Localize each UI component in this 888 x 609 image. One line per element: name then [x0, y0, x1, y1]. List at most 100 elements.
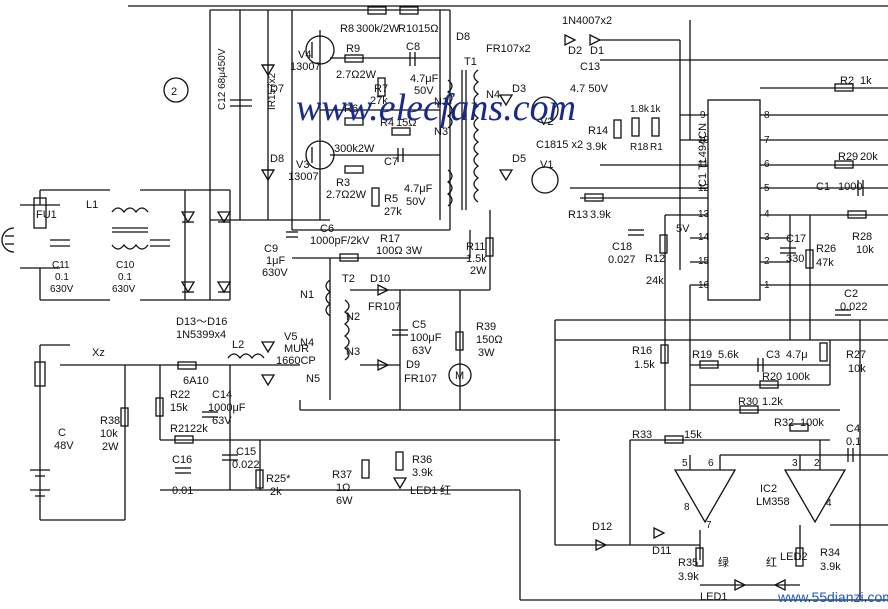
label-r39: R39 — [476, 321, 496, 333]
op-pin-2: 2 — [814, 458, 820, 469]
label-c14-v: 63V — [212, 415, 232, 427]
label-r29-val: 20k — [860, 151, 878, 163]
resistor-r21 — [174, 435, 194, 444]
label-r38: R38 — [100, 415, 120, 427]
label-r8-val: 300k/2W — [356, 23, 400, 35]
label-r2: R2 — [840, 75, 854, 87]
pin-9: 9 — [700, 110, 706, 121]
ic2-opamp-b — [783, 469, 847, 524]
label-r12: R12 — [645, 253, 665, 265]
labels: 2 FU1 C11 0.1 630V L1 C10 0.1 630V D13～D… — [36, 15, 878, 603]
pin-11: 11 — [698, 159, 709, 170]
label-r21: R21 — [170, 423, 190, 435]
label-r20-val: 100k — [786, 371, 810, 383]
diode-d5 — [498, 169, 514, 182]
pin-10: 10 — [698, 135, 710, 146]
circle-marker-text: 2 — [171, 86, 177, 98]
pin-4: 4 — [764, 209, 770, 220]
label-c7-val: 4.7μF — [404, 183, 433, 195]
label-r30: R30 — [738, 396, 758, 408]
label-r19: R19 — [692, 349, 712, 361]
label-r16: R16 — [632, 345, 652, 357]
capacitor-c1 — [857, 180, 864, 196]
label-c18: C18 — [612, 241, 632, 253]
label-r38-val: 10k — [100, 428, 118, 440]
op-pin-4: 4 — [826, 498, 832, 509]
label-r27: R27 — [846, 349, 866, 361]
label-c13: C13 — [580, 61, 600, 73]
label-v5d: V5 — [284, 331, 297, 343]
pin-12: 12 — [698, 183, 710, 194]
label-d9-type: FR107 — [404, 373, 437, 385]
label-r25-val: 2k — [270, 486, 282, 498]
resistor-r17 — [339, 253, 359, 262]
capacitor-c11 — [50, 239, 70, 247]
resistor-r34 — [795, 547, 804, 567]
label-r1-val: 1k — [650, 104, 662, 115]
label-v5d-num: 1660CP — [276, 355, 316, 367]
pin-8: 8 — [764, 110, 770, 121]
label-d12: D12 — [592, 521, 612, 533]
resistor-r32 — [789, 423, 809, 432]
resistor-r9 — [344, 54, 364, 63]
wires — [20, 5, 888, 601]
label-r4: R4 — [380, 117, 394, 129]
label-ic2: IC2 — [760, 483, 777, 495]
label-battery-v: 48V — [54, 440, 74, 452]
capacitor-c7 — [397, 148, 404, 162]
label-d7-type: IR157x2 — [267, 72, 278, 110]
label-green: 绿 — [718, 555, 729, 569]
pin-15: 15 — [698, 256, 710, 267]
watermark-55dianzi: www.55dianzi.com — [777, 589, 888, 605]
label-bridge: D13～D16 — [176, 316, 227, 328]
label-n1: N1 — [434, 96, 448, 108]
label-r25: R25* — [266, 473, 291, 485]
label-c5-val: 100μF — [410, 332, 442, 344]
transformer-t2 — [325, 279, 350, 361]
label-c16: C16 — [172, 454, 192, 466]
label-r19-val: 5.6k — [718, 349, 739, 361]
capacitor-c14 — [202, 411, 218, 418]
label-r10-val: 15Ω — [418, 23, 438, 35]
led1-red — [392, 477, 408, 490]
pin-13: 13 — [698, 209, 710, 220]
label-c17: C17 — [786, 233, 806, 245]
inductor-l1 — [111, 207, 149, 250]
label-r7-val: 27k — [370, 95, 388, 107]
label-red: 红 — [766, 556, 777, 569]
label-n3b: N3 — [346, 346, 360, 358]
resistor-r26 — [805, 249, 814, 269]
label-r22-val: 15k — [170, 402, 188, 414]
label-c15-val: 0.022 — [232, 459, 260, 471]
label-c8: C8 — [406, 41, 420, 53]
op-pin-5: 5 — [682, 458, 688, 469]
label-c15: C15 — [236, 446, 256, 458]
capacitor-c4 — [847, 448, 854, 462]
label-n2b: N2 — [346, 311, 360, 323]
label-fr107x2: FR107x2 — [486, 43, 531, 55]
diode-v5 — [260, 341, 276, 387]
fuse-battery — [34, 361, 46, 387]
label-r12-val: 24k — [646, 275, 664, 287]
capacitor-c18 — [628, 229, 644, 236]
label-d9: D9 — [406, 359, 420, 371]
label-c14-val: 1000μF — [208, 402, 246, 414]
label-ic1: IC1 TL494CN — [697, 123, 709, 190]
label-xz: Xz — [92, 347, 105, 359]
label-r3: R3 — [336, 177, 350, 189]
capacitor-c12 — [230, 99, 252, 107]
mains-plug-icon — [1, 227, 15, 253]
label-r17-val: 100Ω 3W — [376, 245, 423, 257]
label-c11: C11 — [52, 260, 70, 271]
label-c2: C2 — [844, 288, 858, 300]
label-r5: R5 — [384, 193, 398, 205]
pin-16: 16 — [698, 280, 710, 291]
label-r14-val: 3.9k — [586, 141, 607, 153]
capacitor-c16 — [175, 467, 191, 474]
label-6a10: 6A10 — [183, 375, 209, 387]
label-c9-val: 1μF — [266, 255, 285, 267]
label-c3: C3 — [766, 349, 780, 361]
resistor-r12 — [659, 234, 668, 254]
